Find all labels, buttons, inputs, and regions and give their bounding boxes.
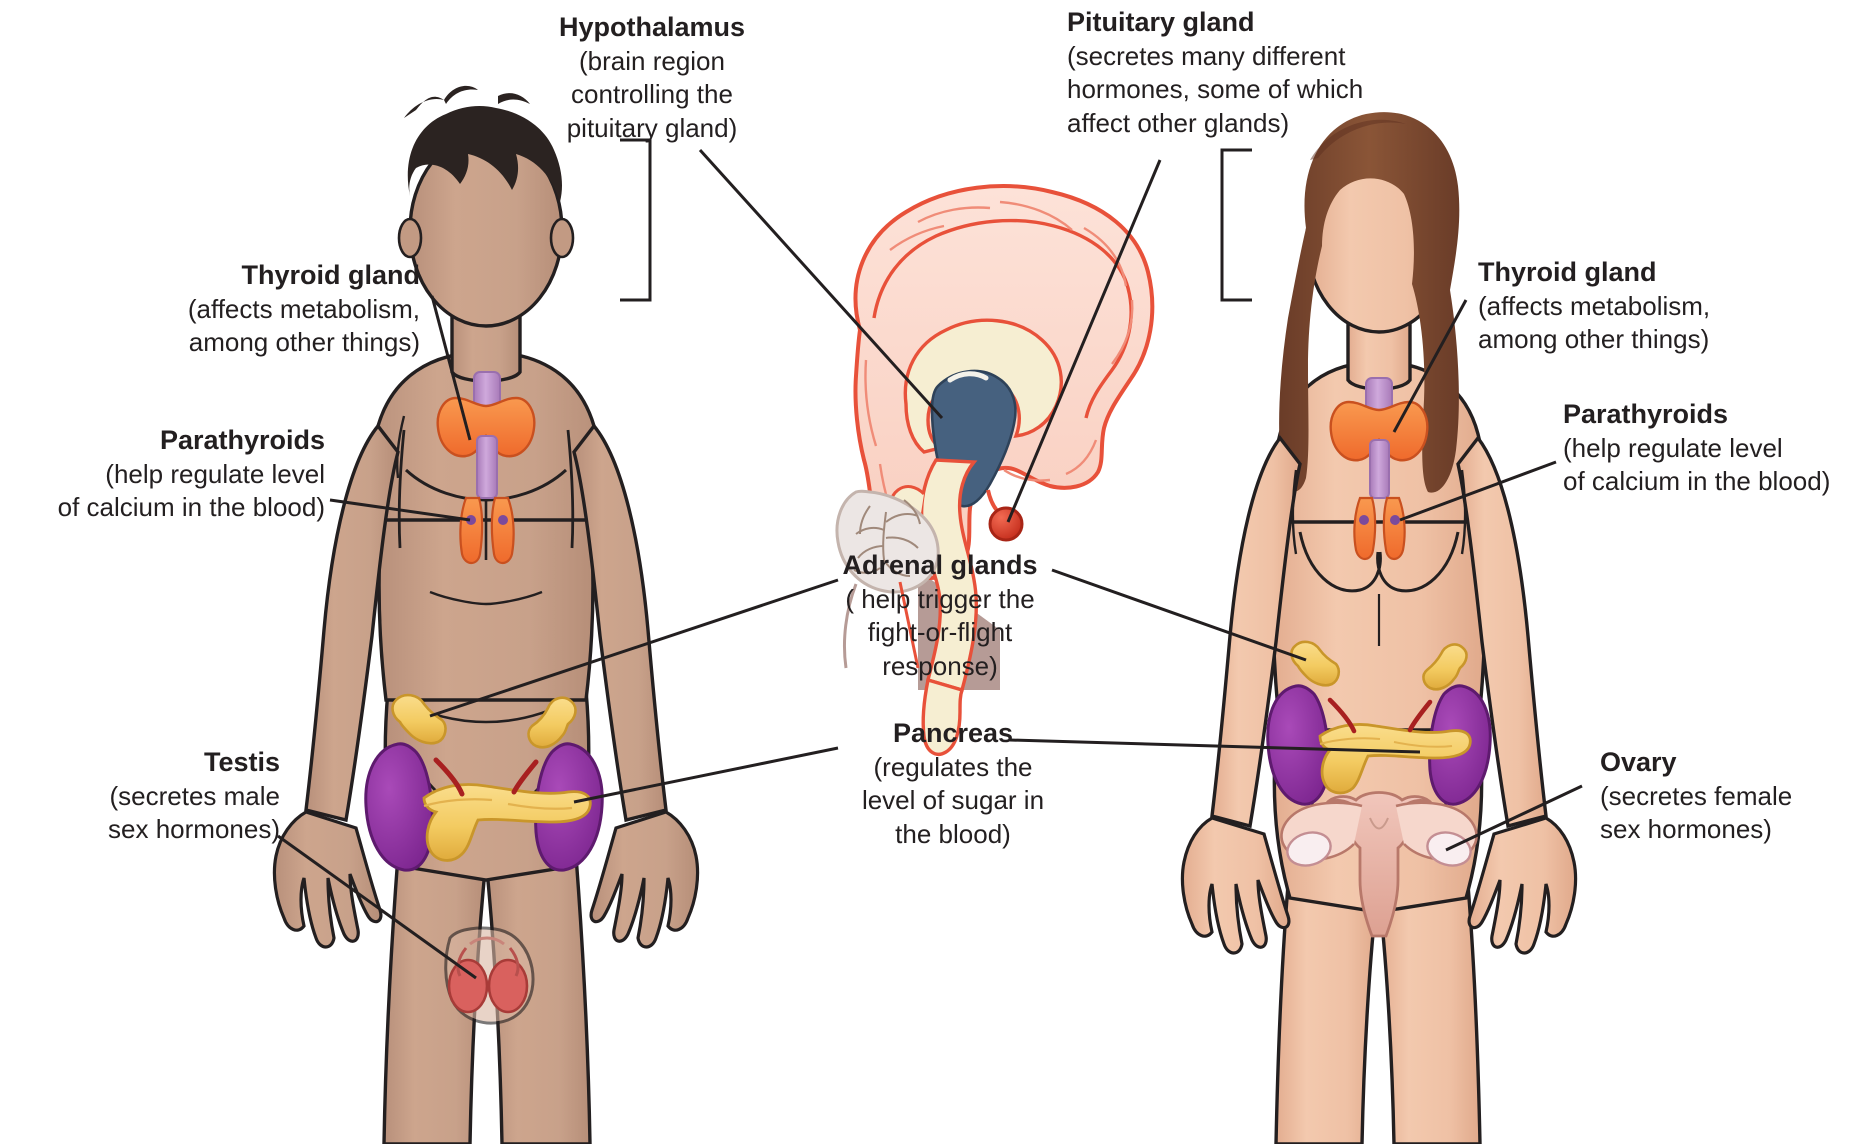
label-thyroid-right: Thyroid gland (affects metabolism, among… xyxy=(1478,255,1875,357)
adrenal-gland xyxy=(1290,640,1341,687)
parathyroid-dot xyxy=(1359,515,1369,525)
label-hypothalamus: Hypothalamus (brain region controlling t… xyxy=(532,10,772,146)
female-abdominal-organs xyxy=(1266,640,1492,806)
ovary xyxy=(1286,831,1332,867)
label-testis-line-1: (secretes male xyxy=(109,780,281,811)
label-pituitary-line-2: hormones, some of which xyxy=(1067,74,1364,105)
adrenal-gland xyxy=(1422,643,1468,691)
label-adrenal-line-3: response) xyxy=(882,651,998,682)
pituitary-gland xyxy=(988,506,1024,542)
male-testes xyxy=(444,926,535,1025)
label-pituitary-title: Pituitary gland xyxy=(1067,7,1255,37)
label-parathyroids-left-title: Parathyroids xyxy=(159,425,325,455)
leader-thyroid-left xyxy=(430,295,472,441)
label-pancreas-line-3: the blood) xyxy=(895,819,1011,850)
label-adrenal-line-1: ( help trigger the xyxy=(845,583,1035,614)
label-hypothalamus-line-1: (brain region xyxy=(579,45,725,76)
leader-pituitary xyxy=(1006,159,1162,523)
label-hypothalamus-line-2: controlling the xyxy=(571,79,733,110)
label-parathyroids-right: Parathyroids (help regulate level of cal… xyxy=(1563,397,1875,499)
female-reproductive-organs xyxy=(1280,791,1478,938)
leader-ovary xyxy=(1445,784,1583,852)
label-thyroid-left: Thyroid gland (affects metabolism, among… xyxy=(20,258,420,360)
label-testis-line-2: sex hormones) xyxy=(108,814,280,845)
cerebellum xyxy=(835,489,940,594)
label-hypothalamus-title: Hypothalamus xyxy=(558,12,746,42)
label-parathyroids-left-line-1: (help regulate level xyxy=(105,458,325,489)
label-parathyroids-right-line-2: of calcium in the blood) xyxy=(1563,466,1831,497)
label-pancreas: Pancreas (regulates the level of sugar i… xyxy=(838,716,1068,852)
label-pancreas-title: Pancreas xyxy=(892,718,1014,748)
label-parathyroids-left-line-2: of calcium in the blood) xyxy=(57,492,325,523)
female-thyroid-group xyxy=(1329,377,1429,561)
bracket-male-head xyxy=(620,138,652,302)
leader-parathyroids-left xyxy=(329,498,471,522)
leader-pancreas-male xyxy=(573,746,839,804)
label-adrenal-title: Adrenal glands xyxy=(842,550,1038,580)
pancreas xyxy=(1318,723,1472,795)
adrenal-gland xyxy=(391,693,447,745)
label-parathyroids-right-line-1: (help regulate level xyxy=(1563,432,1783,463)
label-pituitary-line-1: (secretes many different xyxy=(1067,40,1346,71)
label-adrenal-line-2: fight-or-flight xyxy=(867,617,1013,648)
brain-sagittal-section xyxy=(835,184,1155,756)
label-ovary-line-1: (secretes female xyxy=(1600,780,1793,811)
label-hypothalamus-line-3: pituitary gland) xyxy=(566,113,738,144)
label-pituitary-line-3: affect other glands) xyxy=(1067,108,1290,139)
leader-thyroid-right xyxy=(1392,299,1468,433)
male-abdominal-organs xyxy=(364,693,604,872)
leader-adrenal-male xyxy=(429,578,839,718)
leader-adrenal-female xyxy=(1051,568,1307,662)
label-adrenal-glands: Adrenal glands ( help trigger the fight-… xyxy=(820,548,1060,684)
label-pancreas-line-1: (regulates the xyxy=(873,751,1033,782)
parathyroid-dot xyxy=(498,515,508,525)
label-testis: Testis (secretes male sex hormones) xyxy=(10,745,280,847)
bracket-female-head xyxy=(1220,148,1252,302)
leader-hypothalamus xyxy=(698,148,944,420)
label-ovary-line-2: sex hormones) xyxy=(1600,814,1772,845)
parathyroid-dot xyxy=(466,515,476,525)
male-figure xyxy=(272,85,700,1144)
label-thyroid-left-line-2: among other things) xyxy=(188,327,420,358)
label-thyroid-left-title: Thyroid gland xyxy=(241,260,421,290)
label-ovary-title: Ovary xyxy=(1600,747,1677,777)
label-testis-title: Testis xyxy=(203,747,280,777)
leader-parathyroids-right xyxy=(1399,460,1557,522)
leader-testis xyxy=(277,834,477,980)
label-thyroid-right-line-1: (affects metabolism, xyxy=(1478,290,1711,321)
label-thyroid-left-line-1: (affects metabolism, xyxy=(187,293,420,324)
female-figure xyxy=(1180,112,1578,1144)
adrenal-gland xyxy=(527,696,577,749)
label-parathyroids-left: Parathyroids (help regulate level of cal… xyxy=(0,423,325,525)
leader-lines xyxy=(277,138,1583,980)
leader-pancreas-female xyxy=(1009,738,1421,754)
parathyroid-dot xyxy=(1390,515,1400,525)
label-parathyroids-right-title: Parathyroids xyxy=(1563,399,1729,429)
label-pancreas-line-2: level of sugar in xyxy=(861,785,1045,816)
label-pituitary: Pituitary gland (secretes many different… xyxy=(1067,5,1407,141)
label-ovary: Ovary (secretes female sex hormones) xyxy=(1600,745,1870,847)
label-thyroid-right-line-2: among other things) xyxy=(1478,324,1710,355)
label-thyroid-right-title: Thyroid gland xyxy=(1478,257,1657,287)
